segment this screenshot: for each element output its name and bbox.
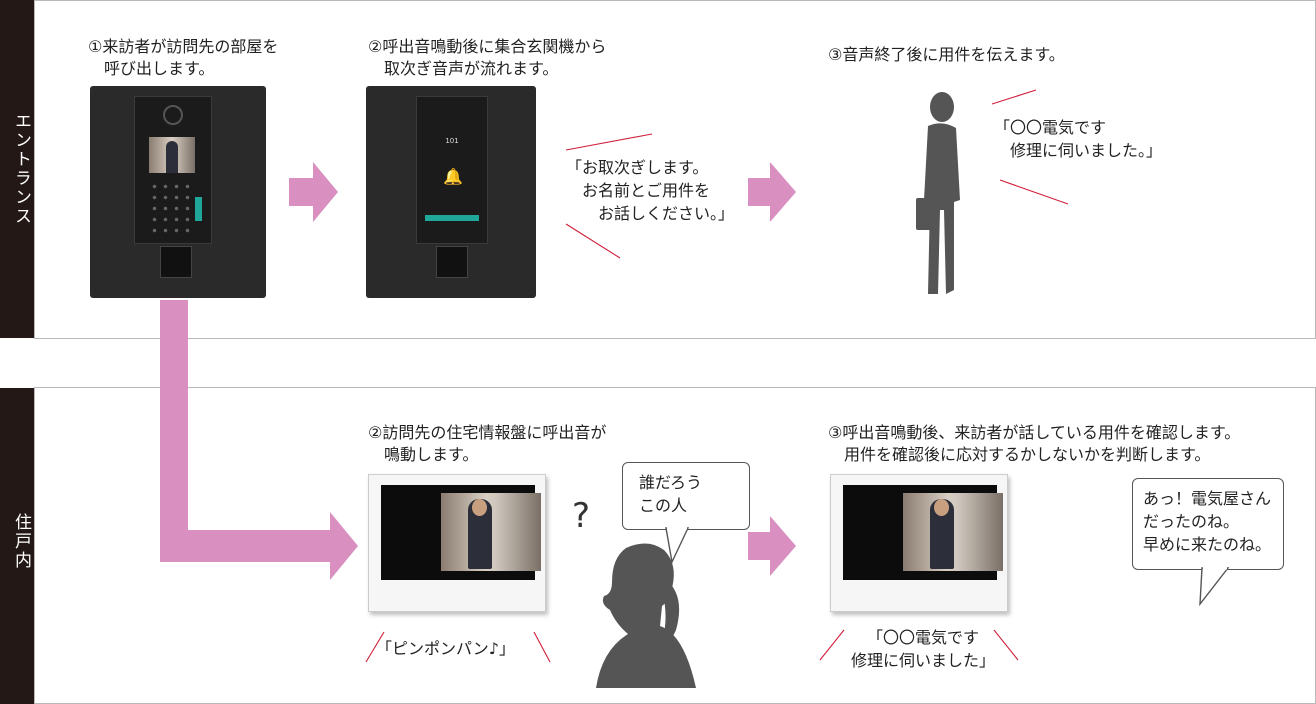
indoor-step-3: ③呼出音鳴動後、来訪者が話している用件を確認します。 用件を確認後に応対するかし…: [828, 423, 1241, 464]
indoor-step-2: ②訪問先の住宅情報盤に呼出音が 鳴動します。: [368, 423, 607, 464]
card-reader-2: [436, 246, 468, 278]
thought-tail: [665, 526, 690, 565]
visitor-silhouette: [916, 92, 960, 294]
chime-text: 「ピンポンパン♪」: [376, 639, 516, 658]
question-mark: ?: [572, 496, 591, 536]
camera-lens-icon: [163, 105, 183, 125]
call-key: [195, 197, 202, 221]
entrance-step-1: ①来訪者が訪問先の部屋を 呼び出します。: [88, 37, 279, 78]
indoor-label: 住戸内: [11, 512, 31, 570]
relay-speech: 「お取次ぎします。 お名前とご用件を お話しください。」: [566, 158, 735, 223]
room-number: 101: [445, 137, 459, 145]
indoor-monitor-confirm: [830, 474, 1008, 612]
resident-silhouette: [596, 543, 696, 688]
monitor-speech: 「〇〇電気です 修理に伺いました」: [850, 628, 995, 670]
entrance-step-2: ②呼出音鳴動後に集合玄関機から 取次ぎ音声が流れます。: [368, 37, 607, 78]
arrow-entrance-1: [289, 162, 338, 222]
keypad: [149, 181, 193, 235]
intercom-screen: [134, 96, 212, 244]
bell-icon: 🔔: [443, 167, 463, 186]
resident-thought-bubble: 誰だろう この人: [622, 462, 750, 530]
entrance-intercom-calling: [90, 86, 266, 298]
entrance-step-3: ③音声終了後に用件を伝えます。: [828, 45, 1065, 64]
visitor-preview: [149, 137, 195, 173]
entrance-label: エントランス: [11, 112, 31, 226]
arrow-down-right: [160, 300, 358, 580]
monitor-screen-2: [843, 485, 1003, 580]
indoor-sidebar: 住戸内: [0, 388, 34, 704]
card-reader: [160, 246, 192, 278]
response-tail: [1199, 566, 1230, 607]
entrance-sidebar: エントランス: [0, 0, 34, 338]
arrow-entrance-2: [748, 162, 796, 222]
resident-response-bubble: あっ！電気屋さん だったのね。 早めに来たのね。: [1132, 478, 1284, 570]
indoor-monitor-ringing: [368, 474, 546, 612]
arrow-indoor: [748, 516, 796, 576]
relay-screen: 101 🔔: [416, 96, 488, 244]
status-bar: [425, 215, 479, 221]
visitor-speech: 「〇〇電気です 修理に伺いました。」: [994, 118, 1163, 160]
entrance-intercom-relay: 101 🔔: [366, 86, 536, 298]
monitor-screen: [381, 485, 541, 580]
